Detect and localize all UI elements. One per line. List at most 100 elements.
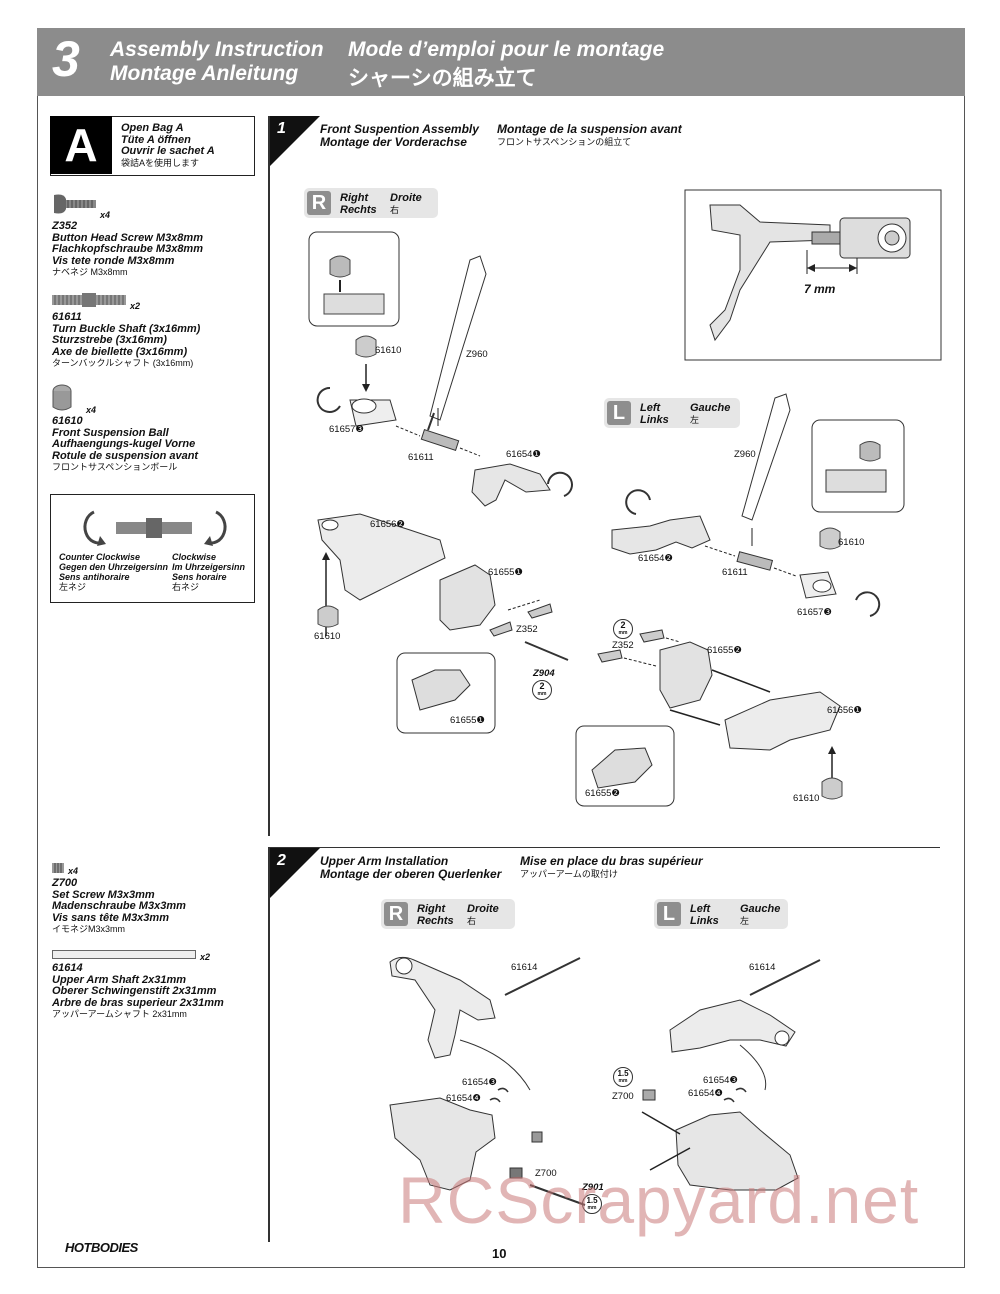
side-en-de: Left Links	[690, 903, 719, 927]
part-code: 61614	[52, 962, 83, 974]
part-name-jp: ナベネジ M3x8mm	[52, 267, 128, 277]
bag-instructions: Open Bag A Tüte A öffnen Ouvrir le sache…	[121, 122, 215, 169]
ccw-de: Gegen den Uhrzeigersinn	[59, 562, 169, 572]
tool-1-5mm-badge-left: 1.5 mm	[613, 1067, 633, 1087]
part-name-fr: Vis sans tête M3x3mm	[52, 911, 169, 924]
watermark: RCScrapyard.net	[398, 1163, 920, 1237]
step2-left-pill: L Left Links Gauche 左	[654, 899, 788, 929]
label-z960-right: Z960	[466, 349, 488, 360]
part-name-jp: アッパーアームシャフト 2x31mm	[52, 1009, 187, 1019]
label-61610-lower-right: 61610	[314, 631, 341, 642]
part-name-de: Sturzstrebe (3x16mm)	[52, 334, 167, 346]
step1-diagram	[308, 189, 942, 807]
step1-divider	[268, 116, 270, 836]
tool-unit: mm	[537, 691, 547, 697]
step1-title-en: Front Suspention Assembly	[320, 122, 479, 136]
header-title-jp: シャーシの組み立て	[348, 67, 537, 90]
label-61654-4-right: 61654❹	[446, 1093, 481, 1104]
step1-title-left: Front Suspention Assembly Montage der Vo…	[320, 123, 479, 149]
side-jp: 右	[390, 205, 400, 215]
header-step-number: 3	[52, 31, 80, 87]
page-header	[37, 28, 965, 96]
thread-direction-box	[50, 494, 255, 603]
step2-title-de: Montage der oberen Querlenker	[320, 867, 502, 881]
side-en-de: Right Rechts	[417, 903, 454, 927]
label-61654-3-right: 61654❸	[462, 1077, 497, 1088]
label-61654-4-left: 61654❹	[688, 1088, 723, 1099]
side-letter: L	[607, 401, 631, 425]
label-61611-right: 61611	[408, 452, 434, 463]
side-fr-jp: Droite 右	[390, 192, 422, 216]
part-code: Z352	[52, 220, 78, 232]
part-name-de: Aufhaengungs-kugel Vorne	[52, 438, 196, 450]
side-en: Left	[690, 903, 711, 915]
part-name-en: Button Head Screw M3x8mm	[52, 231, 203, 244]
part-z352: Z352 Button Head Screw M3x8mm Flachkopfs…	[52, 220, 203, 279]
label-z700-right: Z700	[535, 1168, 557, 1179]
upper-arm-shaft-61614-icon	[52, 950, 196, 959]
bag-line-jp: 袋詰Aを使用します	[121, 157, 200, 168]
cw-jp: 右ネジ	[172, 582, 200, 592]
label-z904: Z904	[533, 668, 555, 679]
label-61654-1-right: 61654❶	[506, 449, 541, 460]
side-en: Right	[340, 192, 369, 204]
label-z960-left: Z960	[734, 449, 756, 460]
step1-title-fr: Montage de la suspension avant	[497, 122, 682, 136]
header-title-fr: Mode d’emploi pour le montage	[348, 38, 665, 61]
step1-number: 1	[277, 120, 286, 137]
part-qty: x2	[130, 301, 141, 311]
part-61610: 61610 Front Suspension Ball Aufhaengungs…	[52, 415, 199, 474]
side-jp: 右	[467, 916, 477, 926]
part-name-jp: フロントサスペンションボール	[52, 462, 178, 472]
label-61657-3-right: 61657❸	[329, 424, 364, 435]
step1-right-pill: R Right Rechts Droite 右	[304, 188, 438, 218]
label-61654-2-left: 61654❷	[638, 553, 673, 564]
step2-diagram	[389, 956, 821, 1206]
bag-line-de: Tüte A öffnen	[121, 133, 191, 146]
step2-title-en: Upper Arm Installation	[320, 854, 449, 868]
ccw-label: Counter Clockwise Gegen den Uhrzeigersin…	[59, 552, 168, 592]
thread-direction-icon	[83, 510, 227, 546]
hotbodies-logo: HOTBODIES	[65, 1240, 138, 1255]
bag-line-fr: Ouvrir le sachet A	[121, 145, 215, 157]
part-name-fr: Rotule de suspension avant	[52, 449, 199, 462]
label-61655-2-left: 61655❷	[707, 645, 742, 656]
step1-left-pill: L Left Links Gauche 左	[604, 398, 740, 428]
page-frame	[37, 96, 965, 1268]
tool-unit: mm	[587, 1205, 597, 1211]
step1-title-de: Montage der Vorderachse	[320, 135, 467, 149]
side-letter: R	[384, 902, 408, 926]
side-letter: R	[307, 191, 331, 215]
cw-en: Clockwise	[172, 552, 217, 562]
label-z700-left: Z700	[612, 1091, 634, 1102]
label-61656-1-left: 61656❶	[827, 705, 862, 716]
page-number: 10	[492, 1246, 507, 1261]
ccw-fr: Sens antihoraire	[59, 572, 130, 582]
side-jp: 左	[740, 916, 750, 926]
cw-de: Im Uhrzeigersinn	[172, 562, 246, 572]
part-qty: x4	[100, 210, 111, 220]
part-name-en: Turn Buckle Shaft (3x16mm)	[52, 322, 201, 335]
part-name-jp: ターンバックルシャフト (3x16mm)	[52, 358, 194, 368]
step2-divider-v	[268, 847, 270, 1242]
label-61611-left: 61611	[722, 567, 748, 578]
label-61614-right: 61614	[511, 962, 538, 973]
label-z901: Z901	[582, 1182, 604, 1193]
tool-size: 2	[620, 620, 626, 630]
side-de: Links	[690, 915, 719, 927]
side-fr-jp: Gauche 左	[690, 402, 730, 426]
label-61655-2-detail: 61655❷	[585, 788, 620, 799]
part-name-de: Madenschraube M3x3mm	[52, 900, 186, 912]
part-z700: Z700 Set Screw M3x3mm Madenschraube M3x3…	[52, 877, 186, 936]
step2-marker	[270, 848, 320, 898]
ccw-en: Counter Clockwise	[59, 552, 141, 562]
step2-divider-h	[268, 847, 940, 848]
part-code: 61611	[52, 311, 82, 323]
screw-z352-icon	[54, 194, 96, 214]
side-fr-jp: Gauche 左	[740, 903, 780, 927]
side-en: Left	[640, 402, 661, 414]
tool-unit: mm	[618, 1078, 628, 1084]
set-screw-z700-icon	[52, 863, 64, 873]
side-fr: Droite	[390, 192, 422, 204]
side-fr: Droite	[467, 903, 499, 915]
